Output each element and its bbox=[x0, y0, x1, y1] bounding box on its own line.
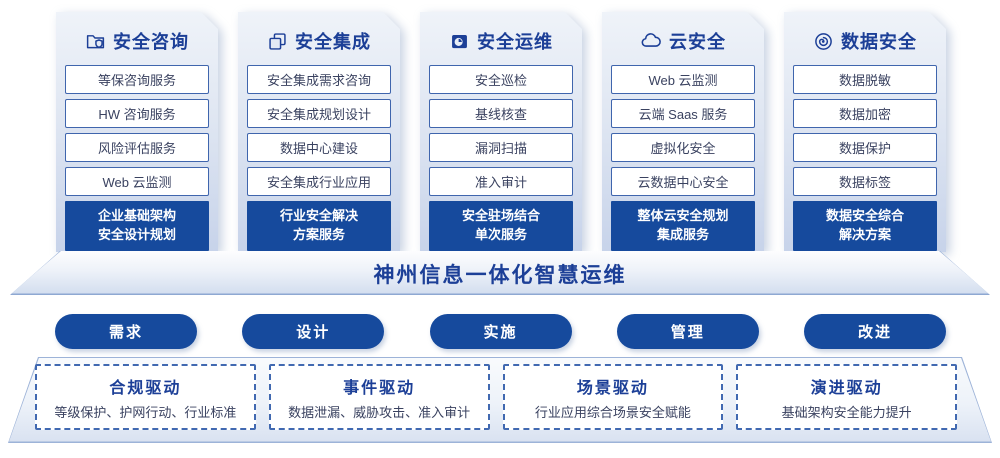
driver-compliance: 合规驱动 等级保护、护网行动、行业标准 bbox=[35, 364, 256, 430]
service-item: 数据加密 bbox=[793, 99, 937, 128]
service-item: Web 云监测 bbox=[65, 167, 209, 196]
platform-banner-surface: 神州信息一体化智慧运维 bbox=[10, 251, 990, 294]
column-title: 安全咨询 bbox=[113, 32, 189, 52]
service-item: 等保咨询服务 bbox=[65, 65, 209, 94]
service-item: 风险评估服务 bbox=[65, 133, 209, 162]
driver-desc: 数据泄漏、威胁攻击、准入审计 bbox=[288, 404, 471, 420]
driver-title: 场景驱动 bbox=[576, 379, 649, 397]
service-item: HW 咨询服务 bbox=[65, 99, 209, 128]
column-security-operations: 安全运维 安全巡检 基线核查 漏洞扫描 准入审计 安全驻场结合 单次服务 bbox=[420, 12, 582, 252]
cloud-icon bbox=[640, 30, 662, 52]
column-highlight: 行业安全解决 方案服务 bbox=[247, 201, 391, 251]
service-item: 安全巡检 bbox=[429, 65, 573, 94]
service-item: 准入审计 bbox=[429, 167, 573, 196]
step-pill-manage: 管理 bbox=[616, 314, 759, 349]
banner-title: 神州信息一体化智慧运维 bbox=[373, 264, 627, 288]
column-title: 云安全 bbox=[669, 32, 726, 52]
service-item: 基线核查 bbox=[429, 99, 573, 128]
driver-boxes: 合规驱动 等级保护、护网行动、行业标准 事件驱动 数据泄漏、威胁攻击、准入审计 … bbox=[35, 364, 957, 430]
service-item: 数据保护 bbox=[793, 133, 937, 162]
driver-incident: 事件驱动 数据泄漏、威胁攻击、准入审计 bbox=[268, 364, 490, 430]
service-item: 虚拟化安全 bbox=[611, 133, 755, 162]
step-pill-demand: 需求 bbox=[55, 314, 197, 349]
service-item: 数据中心建设 bbox=[247, 133, 391, 162]
column-header: 云安全 bbox=[611, 27, 755, 55]
column-header: 安全运维 bbox=[429, 27, 573, 55]
service-columns: 安全咨询 等保咨询服务 HW 咨询服务 风险评估服务 Web 云监测 企业基础架… bbox=[56, 12, 946, 252]
service-item: 数据脱敏 bbox=[793, 65, 937, 94]
driver-title: 演进驱动 bbox=[810, 379, 883, 397]
service-item: 漏洞扫描 bbox=[429, 133, 573, 162]
column-header: 安全咨询 bbox=[65, 27, 209, 55]
column-header: 数据安全 bbox=[793, 27, 937, 55]
driver-scenario: 场景驱动 行业应用综合场景安全赋能 bbox=[502, 364, 724, 430]
column-highlight: 安全驻场结合 单次服务 bbox=[429, 201, 573, 251]
service-item: 安全集成规划设计 bbox=[247, 99, 391, 128]
column-highlight: 数据安全综合 解决方案 bbox=[793, 201, 937, 251]
service-item: 数据标签 bbox=[793, 167, 937, 196]
column-security-consulting: 安全咨询 等保咨询服务 HW 咨询服务 风险评估服务 Web 云监测 企业基础架… bbox=[56, 12, 218, 252]
step-pill-implement: 实施 bbox=[429, 314, 572, 349]
column-security-integration: 安全集成 安全集成需求咨询 安全集成规划设计 数据中心建设 安全集成行业应用 行… bbox=[238, 12, 400, 252]
driver-desc: 等级保护、护网行动、行业标准 bbox=[54, 404, 237, 420]
driver-title: 事件驱动 bbox=[343, 379, 416, 397]
column-highlight: 企业基础架构 安全设计规划 bbox=[65, 201, 209, 251]
fingerprint-icon bbox=[813, 31, 834, 52]
column-header: 安全集成 bbox=[247, 27, 391, 55]
step-pill-design: 设计 bbox=[242, 314, 385, 349]
service-item: 云端 Saas 服务 bbox=[611, 99, 755, 128]
folder-shield-icon bbox=[85, 31, 106, 52]
column-title: 数据安全 bbox=[841, 32, 917, 52]
column-highlight: 整体云安全规划 集成服务 bbox=[611, 201, 755, 251]
driver-desc: 行业应用综合场景安全赋能 bbox=[534, 404, 691, 420]
column-title: 安全运维 bbox=[477, 32, 553, 52]
driver-title: 合规驱动 bbox=[109, 379, 182, 397]
service-item: Web 云监测 bbox=[611, 65, 755, 94]
platform-banner: 神州信息一体化智慧运维 bbox=[10, 251, 990, 295]
column-title: 安全集成 bbox=[295, 32, 371, 52]
service-item: 安全集成需求咨询 bbox=[247, 65, 391, 94]
column-data-security: 数据安全 数据脱敏 数据加密 数据保护 数据标签 数据安全综合 解决方案 bbox=[784, 12, 946, 252]
folder-clock-icon bbox=[449, 31, 470, 52]
copy-docs-icon bbox=[267, 31, 288, 52]
driver-desc: 基础架构安全能力提升 bbox=[781, 404, 912, 420]
column-cloud-security: 云安全 Web 云监测 云端 Saas 服务 虚拟化安全 云数据中心安全 整体云… bbox=[602, 12, 764, 252]
service-item: 云数据中心安全 bbox=[611, 167, 755, 196]
service-item: 安全集成行业应用 bbox=[247, 167, 391, 196]
process-steps: 需求 设计 实施 管理 改进 bbox=[55, 314, 946, 349]
driver-evolution: 演进驱动 基础架构安全能力提升 bbox=[736, 364, 957, 430]
step-pill-improve: 改进 bbox=[804, 314, 946, 349]
